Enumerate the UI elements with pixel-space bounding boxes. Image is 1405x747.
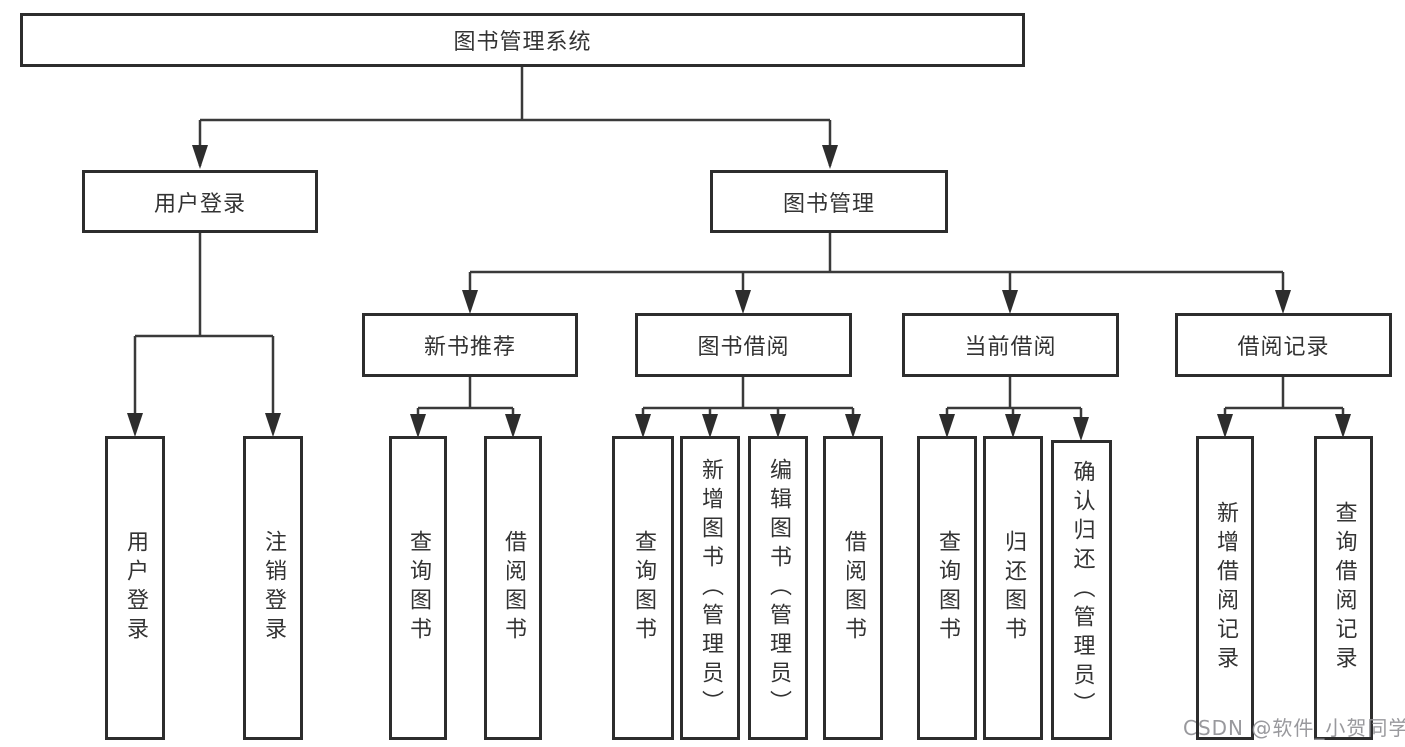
node-new-book-recommend-label: 新书推荐 bbox=[423, 335, 516, 360]
leaf-query-borrow-record: 查询借阅记录 bbox=[1314, 436, 1373, 740]
node-user-login: 用户登录 bbox=[82, 170, 318, 233]
leaf-query-books-borrow-label: 查询图书 bbox=[631, 530, 656, 646]
leaf-return-books: 归还图书 bbox=[983, 436, 1043, 740]
leaf-borrow-books: 借阅图书 bbox=[823, 436, 883, 740]
leaf-query-books-recommend-label: 查询图书 bbox=[406, 530, 431, 646]
node-root-label: 图书管理系统 bbox=[453, 30, 592, 55]
leaf-edit-books-admin-label: 编辑图书（管理员） bbox=[766, 457, 791, 719]
node-current-borrow: 当前借阅 bbox=[902, 313, 1119, 377]
node-new-book-recommend: 新书推荐 bbox=[362, 313, 578, 377]
leaf-user-login-label: 用户登录 bbox=[123, 530, 148, 646]
leaf-borrow-books-label: 借阅图书 bbox=[841, 530, 866, 646]
leaf-query-books-current-label: 查询图书 bbox=[935, 530, 960, 646]
node-book-borrow-label: 图书借阅 bbox=[697, 335, 790, 360]
leaf-query-borrow-record-label: 查询借阅记录 bbox=[1331, 501, 1357, 675]
node-root: 图书管理系统 bbox=[20, 13, 1025, 67]
node-book-management-label: 图书管理 bbox=[782, 191, 875, 217]
leaf-query-books-current: 查询图书 bbox=[917, 436, 977, 740]
node-borrow-records: 借阅记录 bbox=[1175, 313, 1392, 377]
leaf-query-books-recommend: 查询图书 bbox=[389, 436, 447, 740]
leaf-add-books-admin: 新增图书（管理员） bbox=[680, 436, 740, 740]
leaf-logout: 注销登录 bbox=[243, 436, 303, 740]
node-current-borrow-label: 当前借阅 bbox=[964, 335, 1057, 360]
leaf-borrow-books-recommend: 借阅图书 bbox=[484, 436, 542, 740]
node-book-borrow: 图书借阅 bbox=[635, 313, 852, 377]
leaf-edit-books-admin: 编辑图书（管理员） bbox=[748, 436, 808, 740]
leaf-return-books-label: 归还图书 bbox=[1001, 530, 1026, 646]
leaf-add-borrow-record-label: 新增借阅记录 bbox=[1213, 501, 1238, 675]
watermark: CSDN @软件_小贺同学 bbox=[1183, 716, 1405, 740]
leaf-logout-label: 注销登录 bbox=[261, 530, 286, 646]
node-user-login-label: 用户登录 bbox=[153, 191, 246, 217]
leaf-add-borrow-record: 新增借阅记录 bbox=[1196, 436, 1254, 740]
leaf-add-books-admin-label: 新增图书（管理员） bbox=[698, 457, 723, 719]
leaf-query-books-borrow: 查询图书 bbox=[612, 436, 674, 740]
leaf-confirm-return-admin-label: 确认归还（管理员） bbox=[1069, 459, 1095, 721]
leaf-borrow-books-recommend-label: 借阅图书 bbox=[501, 530, 526, 646]
node-borrow-records-label: 借阅记录 bbox=[1237, 335, 1330, 360]
node-book-management: 图书管理 bbox=[710, 170, 948, 233]
leaf-user-login: 用户登录 bbox=[105, 436, 165, 740]
leaf-confirm-return-admin: 确认归还（管理员） bbox=[1051, 440, 1112, 740]
arrowheads bbox=[127, 145, 1351, 441]
